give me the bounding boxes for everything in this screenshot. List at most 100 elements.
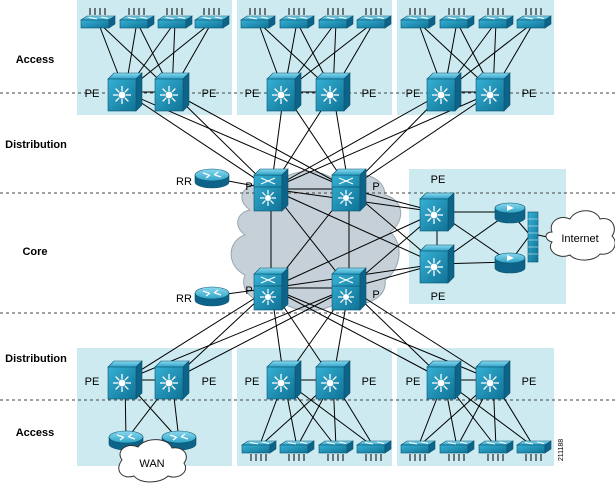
access-switch-icon xyxy=(240,15,276,29)
router-icon xyxy=(194,286,230,307)
link xyxy=(270,91,445,190)
wan-label: WAN xyxy=(139,458,164,470)
internet-cloud xyxy=(545,210,615,261)
core-router-icon xyxy=(253,168,289,212)
access-switch-icon xyxy=(439,440,475,454)
host-ports-icon xyxy=(249,8,266,15)
host-ports-icon xyxy=(250,454,267,461)
access-switch-icon xyxy=(241,440,277,454)
pe-label: PE xyxy=(406,376,421,388)
host-ports-icon xyxy=(409,454,426,461)
access-switch-icon xyxy=(194,15,230,29)
layer3-switch-icon xyxy=(315,72,351,112)
access-switch-icon xyxy=(157,15,193,29)
layer-label-access-bottom: Access xyxy=(16,427,55,439)
host-ports-icon xyxy=(288,454,305,461)
pe-label: PE xyxy=(522,376,537,388)
pe-label: PE xyxy=(202,376,217,388)
host-ports-icon xyxy=(487,454,504,461)
access-switch-icon xyxy=(119,15,155,29)
link xyxy=(124,287,272,381)
access-switch-icon xyxy=(356,15,392,29)
layer3-switch-icon xyxy=(154,360,190,400)
pe-label: PE xyxy=(85,376,100,388)
layer3-switch-icon xyxy=(154,72,190,112)
firewall-cylinder-icon xyxy=(494,202,526,224)
layer3-switch-icon xyxy=(419,244,455,284)
host-ports-icon xyxy=(365,454,382,461)
layer3-switch-icon xyxy=(266,360,302,400)
access-switch-icon xyxy=(80,15,116,29)
host-ports-icon xyxy=(525,8,542,15)
wan-cloud xyxy=(118,439,187,483)
host-ports-icon xyxy=(203,8,220,15)
layer3-switch-icon xyxy=(426,72,462,112)
layer-label-access-top: Access xyxy=(16,54,55,66)
access-switch-icon xyxy=(279,15,315,29)
pe-label: PE xyxy=(431,174,446,186)
layer-label-distribution-top: Distribution xyxy=(5,139,67,151)
access-switch-icon xyxy=(478,15,514,29)
host-ports-icon xyxy=(288,8,305,15)
host-ports-icon xyxy=(89,8,106,15)
rr-label: RR xyxy=(176,176,192,188)
p-label: P xyxy=(372,289,379,301)
pe-label: PE xyxy=(202,88,217,100)
pe-label: PE xyxy=(85,88,100,100)
devices xyxy=(80,8,552,461)
host-ports-icon xyxy=(327,454,344,461)
layer3-switch-icon xyxy=(426,360,462,400)
pe-label: PE xyxy=(362,88,377,100)
access-switch-icon xyxy=(439,15,475,29)
access-switch-icon xyxy=(400,440,436,454)
link xyxy=(270,211,438,289)
p-label: P xyxy=(245,181,252,193)
router-icon xyxy=(194,168,230,189)
pe-label: PE xyxy=(431,291,446,303)
pe-label: PE xyxy=(245,88,260,100)
layer3-switch-icon xyxy=(475,72,511,112)
layer-label-core: Core xyxy=(22,246,47,258)
pe-label: PE xyxy=(406,88,421,100)
link xyxy=(270,188,438,265)
layer3-switch-icon xyxy=(266,72,302,112)
host-ports-icon xyxy=(487,8,504,15)
firewall-cylinder-icon xyxy=(494,252,526,274)
host-ports-icon xyxy=(448,454,465,461)
access-switch-icon xyxy=(356,440,392,454)
host-ports-icon xyxy=(166,8,183,15)
pe-label: PE xyxy=(362,376,377,388)
p-label: P xyxy=(245,285,252,297)
host-ports-icon xyxy=(365,8,382,15)
role-labels: PE PE PE PE PE PE PE PE PE PE PE PE PE P… xyxy=(85,88,537,388)
host-ports-icon xyxy=(327,8,344,15)
layer3-switch-icon xyxy=(107,72,143,112)
link xyxy=(348,91,494,190)
access-switch-icon xyxy=(279,440,315,454)
firewall-wall-icon xyxy=(527,211,539,263)
access-switch-icon xyxy=(516,15,552,29)
link xyxy=(171,91,272,190)
layer3-switch-icon xyxy=(419,192,455,232)
access-switch-icon xyxy=(478,440,514,454)
access-switch-icon xyxy=(318,15,354,29)
pe-label: PE xyxy=(245,376,260,388)
layer3-switch-icon xyxy=(315,360,351,400)
link xyxy=(270,287,445,381)
link xyxy=(124,91,272,190)
link xyxy=(171,287,350,381)
pe-label: PE xyxy=(522,88,537,100)
layer3-switch-icon xyxy=(475,360,511,400)
access-switch-icon xyxy=(400,15,436,29)
layer3-switch-icon xyxy=(107,360,143,400)
figure-id: 211188 xyxy=(558,439,565,461)
link xyxy=(348,287,494,381)
internet-label: Internet xyxy=(561,233,598,245)
p-label: P xyxy=(372,181,379,193)
access-switch-icon xyxy=(516,440,552,454)
core-router-icon xyxy=(253,267,289,311)
layer-label-distribution-bottom: Distribution xyxy=(5,353,67,365)
internet-edge-block xyxy=(409,169,566,304)
